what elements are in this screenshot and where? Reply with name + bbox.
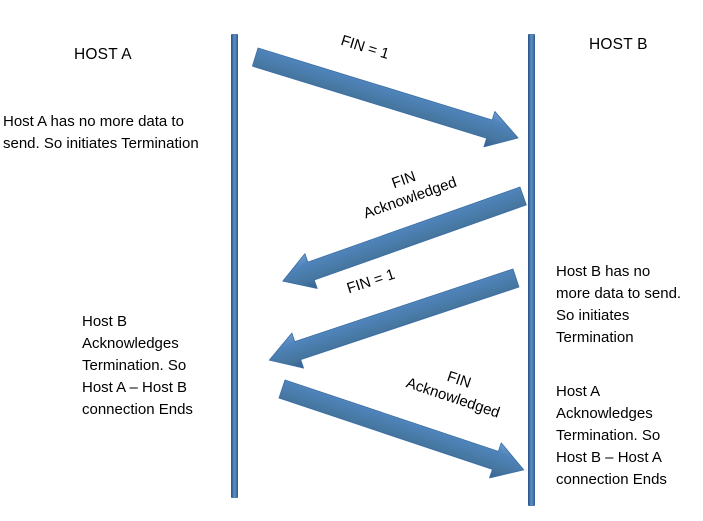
- lifeline-host-b: [528, 34, 535, 506]
- note-host-a-initiates: Host A has no more data to send. So init…: [3, 113, 199, 152]
- host-b-title: HOST B: [589, 36, 648, 53]
- message-label-fin-acknowledged-2: FIN Acknowledged: [404, 368, 502, 422]
- message-label-fin-1: FIN = 1: [338, 32, 392, 63]
- lifeline-host-a: [231, 34, 238, 498]
- message-label-fin-acknowledged-1: FIN Acknowledged: [361, 168, 459, 223]
- host-a-title: HOST A: [74, 46, 132, 63]
- message-label-fin-2: FIN = 1: [344, 265, 398, 298]
- note-host-a-acknowledges: Host A Acknowledges Termination. So Host…: [556, 383, 667, 488]
- note-host-b-acknowledges: Host B Acknowledges Termination. So Host…: [82, 313, 193, 418]
- note-host-b-initiates: Host B has no more data to send. So init…: [556, 263, 682, 346]
